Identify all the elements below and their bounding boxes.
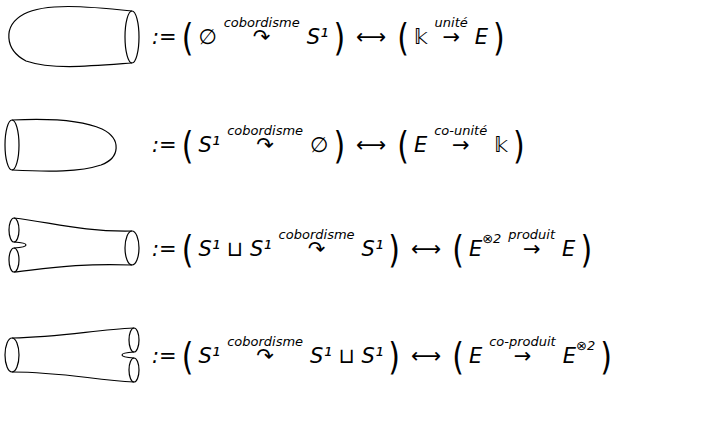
arrow-label: unité (435, 16, 468, 30)
correspondence-arrow: ⟷ (356, 25, 386, 49)
boundary-circle (129, 328, 139, 352)
superscript: ⊗2 (482, 232, 501, 247)
arrow-label: cobordisme (227, 124, 303, 138)
math-text: := (152, 237, 177, 261)
formula-row: :=(S¹cobordisme↷S¹ ⊔ S¹)⟷(Eco-produit→E⊗… (152, 341, 612, 371)
formula-row: :=(S¹ ⊔ S¹cobordisme↷S¹)⟷(E⊗2produit→E) (152, 234, 592, 264)
boundary-circle (125, 11, 139, 63)
parenthesis: ) (580, 230, 592, 268)
parenthesis: ) (493, 18, 505, 56)
parenthesis: ( (397, 126, 409, 164)
surface-outline (14, 242, 26, 248)
boundary-circle (5, 338, 19, 372)
parenthesis: ( (182, 126, 194, 164)
math-text: S¹ ⊔ S¹ (198, 237, 271, 261)
parenthesis: ( (452, 230, 464, 268)
arrow-stack: unité→ (433, 25, 470, 49)
arrow-label: cobordisme (227, 335, 303, 349)
math-text: E (469, 237, 482, 261)
arrow-label: co-unité (434, 124, 487, 138)
boundary-circle (9, 248, 19, 272)
coproduct-cobordism (5, 328, 139, 382)
correspondence-arrow: ⟷ (411, 237, 441, 261)
surface-outline (12, 119, 116, 171)
arrow-stack: produit→ (506, 237, 557, 261)
math-text: E (475, 25, 488, 49)
parenthesis: ) (388, 337, 400, 375)
parenthesis: ( (452, 337, 464, 375)
math-text: ∅ (310, 133, 328, 157)
math-text: E (414, 133, 427, 157)
math-text: S¹ ⊔ S¹ (310, 344, 383, 368)
correspondence-arrow: ⟷ (411, 344, 441, 368)
boundary-circle (125, 231, 139, 265)
arrow-stack: cobordisme↷ (225, 133, 305, 157)
parenthesis: ) (600, 337, 612, 375)
arrow-stack: co-produit→ (487, 344, 558, 368)
formula-row: :=(∅cobordisme↷S¹)⟷(𝕜unité→E) (152, 22, 505, 52)
math-text: 𝕜 (414, 25, 428, 49)
math-text: := (152, 133, 177, 157)
counit-cobordism (5, 119, 116, 171)
math-text: S¹ (362, 237, 384, 261)
arrow-stack: cobordisme↷ (225, 344, 305, 368)
math-text: := (152, 344, 177, 368)
surface-outline (14, 265, 132, 272)
parenthesis: ( (397, 18, 409, 56)
math-text: ∅ (198, 25, 216, 49)
parenthesis: ) (333, 18, 345, 56)
math-text: 𝕜 (494, 133, 508, 157)
boundary-circle (5, 120, 19, 170)
parenthesis: ( (182, 18, 194, 56)
surface-outline (9, 7, 132, 67)
math-text: := (152, 25, 177, 49)
boundary-circle (9, 218, 19, 242)
parenthesis: ( (182, 337, 194, 375)
formula-row: :=(S¹cobordisme↷∅)⟷(Eco-unité→𝕜) (152, 130, 525, 160)
superscript: ⊗2 (576, 339, 595, 354)
boundary-circle (129, 358, 139, 382)
surface-outline (12, 372, 134, 382)
arrow-stack: cobordisme↷ (222, 25, 302, 49)
math-text: S¹ (198, 344, 220, 368)
arrow-label: produit (508, 228, 555, 242)
math-text: E (563, 344, 576, 368)
surface-outline (12, 328, 134, 338)
math-text: S¹ (198, 133, 220, 157)
surface-outline (14, 218, 132, 231)
arrow-stack: cobordisme↷ (277, 237, 357, 261)
parenthesis: ( (182, 230, 194, 268)
cap-cobordism (9, 7, 139, 67)
product-cobordism (9, 218, 139, 272)
arrow-label: cobordisme (224, 16, 300, 30)
math-text: E (469, 344, 482, 368)
parenthesis: ) (513, 126, 525, 164)
parenthesis: ) (333, 126, 345, 164)
surface-outline (122, 352, 134, 358)
math-text: E (562, 237, 575, 261)
correspondence-arrow: ⟷ (356, 133, 386, 157)
arrow-stack: co-unité→ (432, 133, 489, 157)
math-text: S¹ (307, 25, 329, 49)
parenthesis: ) (388, 230, 400, 268)
arrow-label: co-produit (489, 335, 556, 349)
arrow-label: cobordisme (279, 228, 355, 242)
